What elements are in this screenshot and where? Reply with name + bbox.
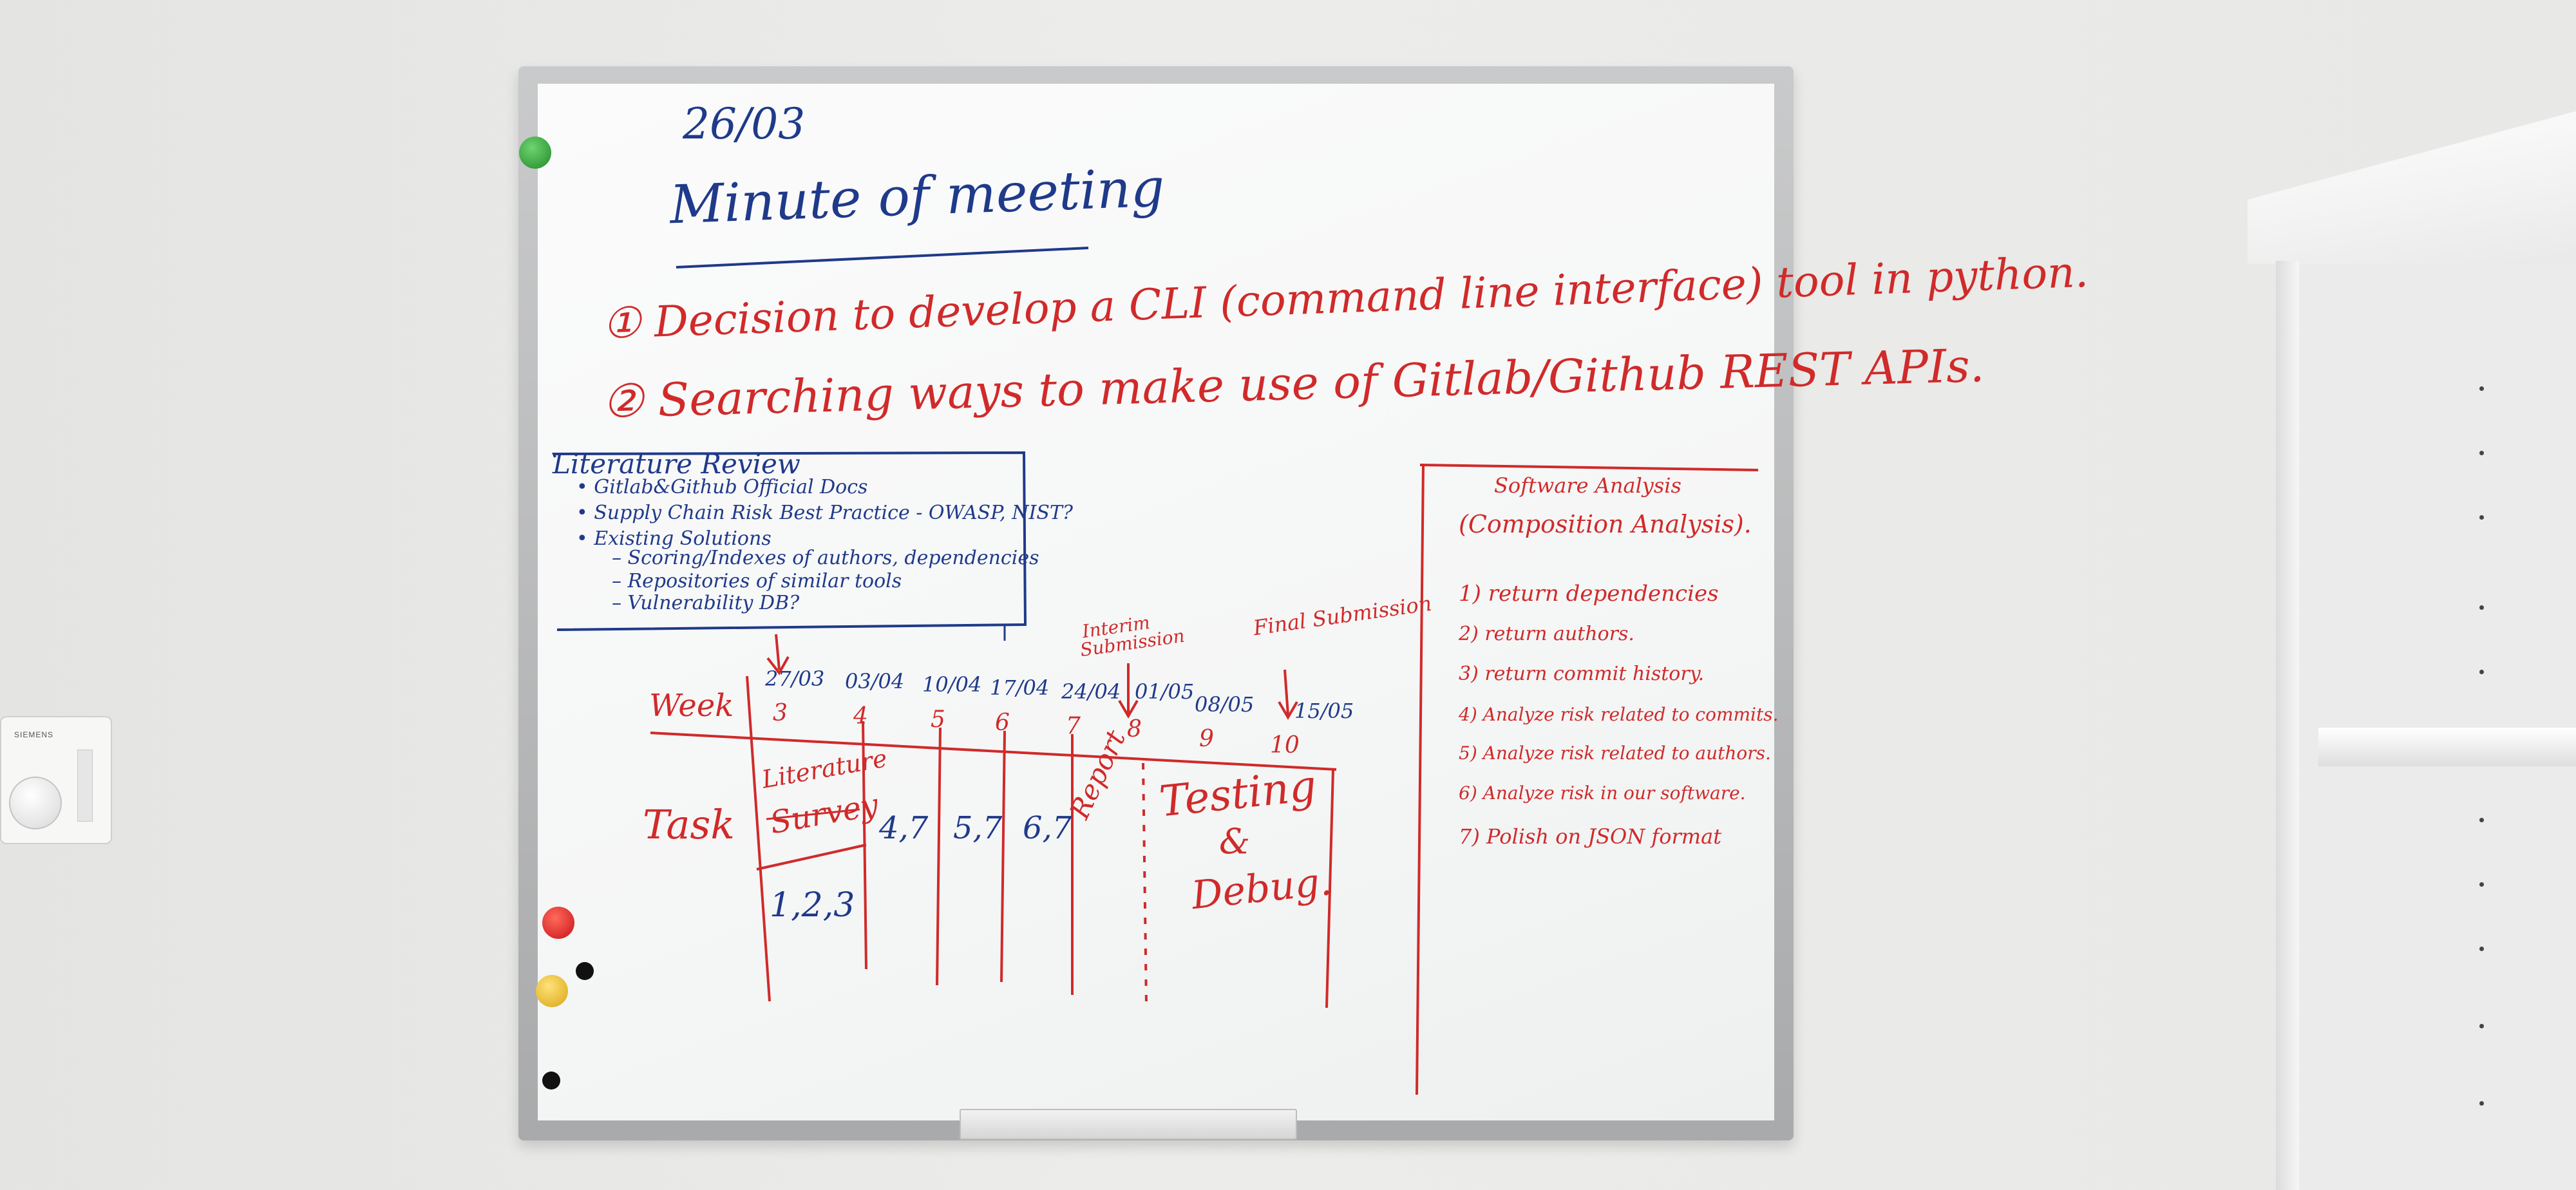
week-divider [936, 727, 942, 986]
survey-divider [756, 844, 867, 871]
wall-thermostat: SIEMENS [0, 716, 112, 844]
yellow-magnet [536, 975, 568, 1007]
week3-arrow [775, 634, 781, 670]
week-date: 08/05 [1195, 692, 1255, 717]
week-date: 03/04 [845, 669, 905, 694]
week-date: 27/03 [765, 666, 825, 691]
shelf-peg-hole [2479, 882, 2484, 887]
meeting-date: 26/03 [683, 99, 806, 149]
literature-item: • Supply Chain Risk Best Practice - OWAS… [576, 502, 1073, 524]
week-number: 5 [931, 706, 945, 733]
week-date: 10/04 [922, 672, 982, 697]
task-row-label: Task [643, 801, 735, 848]
thermostat-brand: SIEMENS [14, 730, 54, 739]
software-analysis-top-line [1419, 464, 1759, 471]
software-analysis-item: 5) Analyze risk related to authors. [1459, 742, 1771, 764]
week-number: 3 [773, 700, 788, 726]
week-date: 24/04 [1061, 679, 1121, 704]
shelf-peg-hole [2479, 515, 2484, 520]
final-arrow [1283, 669, 1289, 715]
week-number: 10 [1270, 732, 1300, 759]
thermostat-switch [77, 750, 93, 822]
interim-dashed-divider [1142, 762, 1148, 1005]
week-date: 17/04 [990, 675, 1050, 700]
shelf-peg-hole [2479, 386, 2484, 391]
week-number: 8 [1127, 716, 1142, 742]
week-number: 6 [995, 710, 1010, 736]
white-shelf-unit [2248, 109, 2576, 1190]
task-amp: & [1219, 821, 1251, 862]
week-divider [1325, 769, 1334, 1008]
shelf-peg-hole [2479, 670, 2484, 674]
week-date: 01/05 [1135, 679, 1195, 704]
black-magnet [542, 1072, 560, 1090]
shelf-peg-hole [2479, 1101, 2484, 1106]
week-number: 7 [1066, 713, 1081, 739]
software-analysis-item: 6) Analyze risk in our software. [1459, 782, 1746, 804]
black-magnet [576, 962, 594, 980]
literature-review-box [552, 451, 1027, 631]
whiteboard-surface [538, 84, 1774, 1120]
software-analysis-item: 7) Polish on JSON format [1459, 824, 1722, 849]
software-analysis-divider [1416, 463, 1425, 1095]
shelf-side-panel [2276, 261, 2299, 1190]
shelf-back-panel [2299, 261, 2576, 1190]
literature-item: • Existing Solutions [576, 527, 772, 550]
task-week4: 4,7 [879, 810, 929, 846]
week-divider [746, 675, 771, 1002]
marker-tray [960, 1109, 1297, 1140]
shelf-peg-hole [2479, 947, 2484, 951]
shelf-peg-hole [2479, 605, 2484, 610]
week-date: 15/05 [1294, 699, 1354, 723]
week-number: 9 [1199, 726, 1214, 752]
software-analysis-item: 2) return authors. [1459, 623, 1634, 645]
task-week5: 5,7 [953, 810, 1003, 846]
literature-item: • Gitlab&Github Official Docs [576, 476, 868, 498]
shelf-peg-hole [2479, 818, 2484, 822]
title-underline [676, 247, 1089, 269]
week-row-label: Week [649, 688, 734, 724]
software-analysis-heading: Software Analysis [1494, 473, 1681, 498]
green-magnet [519, 137, 551, 169]
literature-subitem: – Vulnerability DB? [612, 592, 800, 614]
week-number: 4 [853, 703, 868, 730]
literature-review-heading: Literature Review [553, 448, 800, 480]
literature-subitem: – Scoring/Indexes of authors, dependenci… [612, 547, 1039, 569]
shelf-peg-hole [2479, 451, 2484, 455]
literature-subitem: – Repositories of similar tools [612, 570, 902, 592]
week-divider [1000, 730, 1006, 983]
software-analysis-subheading: (Composition Analysis). [1459, 510, 1752, 538]
shelf-middle-board [2318, 728, 2576, 766]
timeline-axis [650, 732, 1337, 771]
software-analysis-item: 3) return commit history. [1459, 663, 1705, 685]
software-analysis-item: 4) Analyze risk related to commits. [1459, 704, 1779, 725]
task-week6: 6,7 [1023, 810, 1072, 846]
shelf-peg-hole [2479, 1024, 2484, 1028]
thermostat-dial [9, 777, 62, 829]
task-survey-items: 1,2,3 [770, 886, 855, 925]
software-analysis-item: 1) return dependencies [1459, 581, 1719, 607]
red-magnet [542, 907, 574, 939]
